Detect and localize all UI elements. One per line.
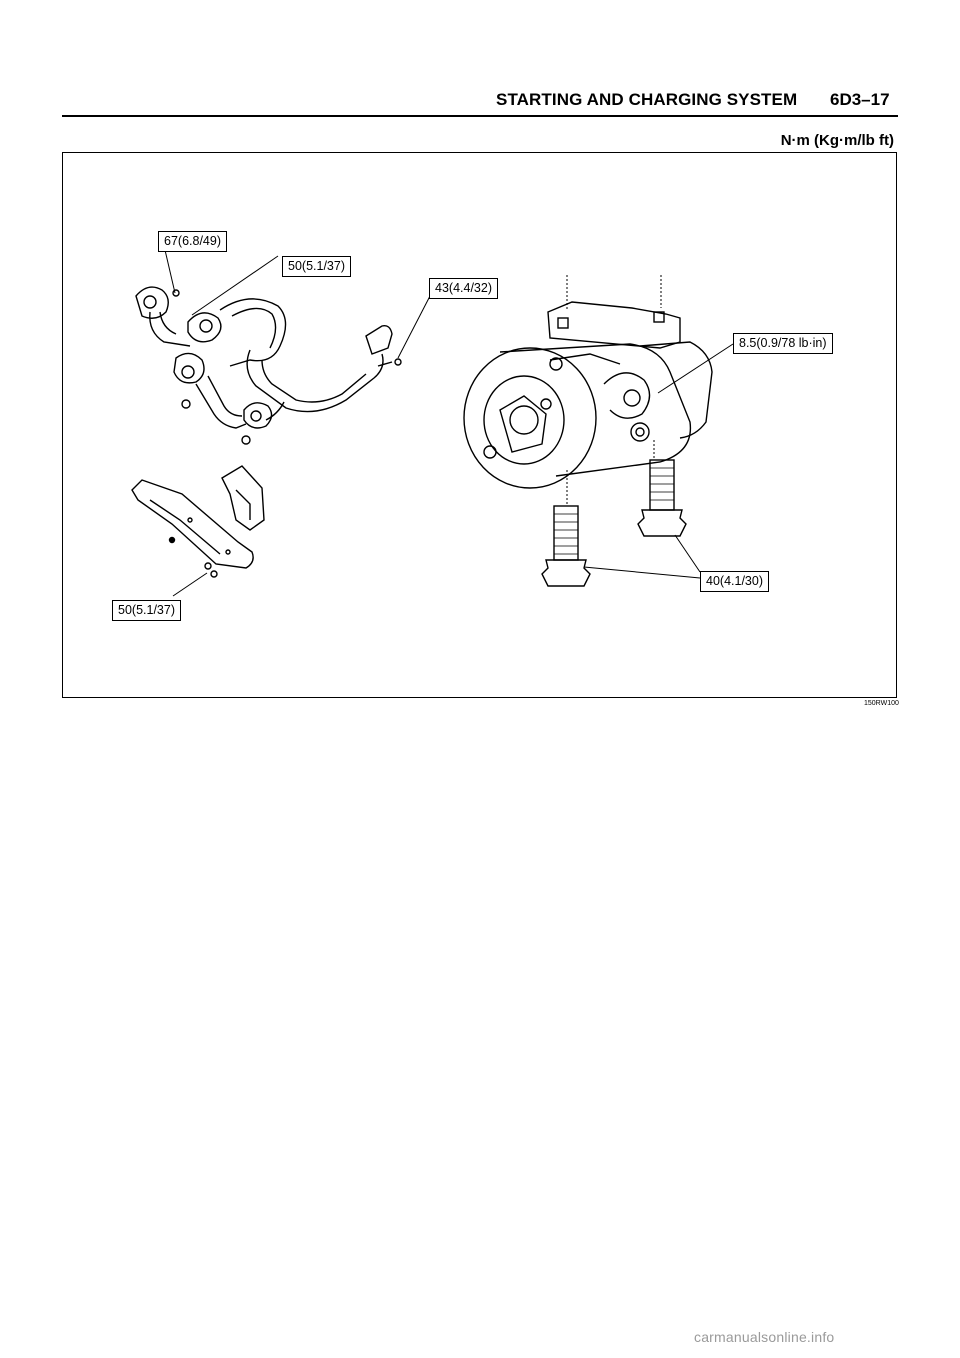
- callout-exhaust-pipe-bolt: 50(5.1/37): [282, 256, 351, 277]
- figure-id: 150RW100: [864, 700, 899, 707]
- header-section-title: STARTING AND CHARGING SYSTEM: [496, 90, 798, 109]
- exploded-view-illustration: [131, 249, 734, 597]
- starter-motor: [463, 301, 713, 489]
- exhaust-front-pipe: [135, 286, 402, 445]
- torque-units-label: N·m (Kg·m/lb ft): [780, 132, 894, 149]
- watermark-text[interactable]: carmanualsonline.info: [694, 1329, 835, 1345]
- callout-starter-mount-bolt: 40(4.1/30): [700, 571, 769, 592]
- callout-exhaust-flange-nut: 67(6.8/49): [158, 231, 227, 252]
- starter-mount-bolts: [541, 459, 687, 587]
- header-rule: [62, 115, 898, 117]
- callout-starter-terminal-nut: 8.5(0.9/78 lb·in): [733, 333, 833, 354]
- header-page-number: 6D3–17: [830, 90, 890, 109]
- crossmember: [131, 465, 265, 578]
- figure-frame: [62, 152, 897, 698]
- callout-pipe-bracket-bolt: 43(4.4/32): [429, 278, 498, 299]
- leader-lines: [164, 249, 734, 597]
- callout-crossmember-bolt: 50(5.1/37): [112, 600, 181, 621]
